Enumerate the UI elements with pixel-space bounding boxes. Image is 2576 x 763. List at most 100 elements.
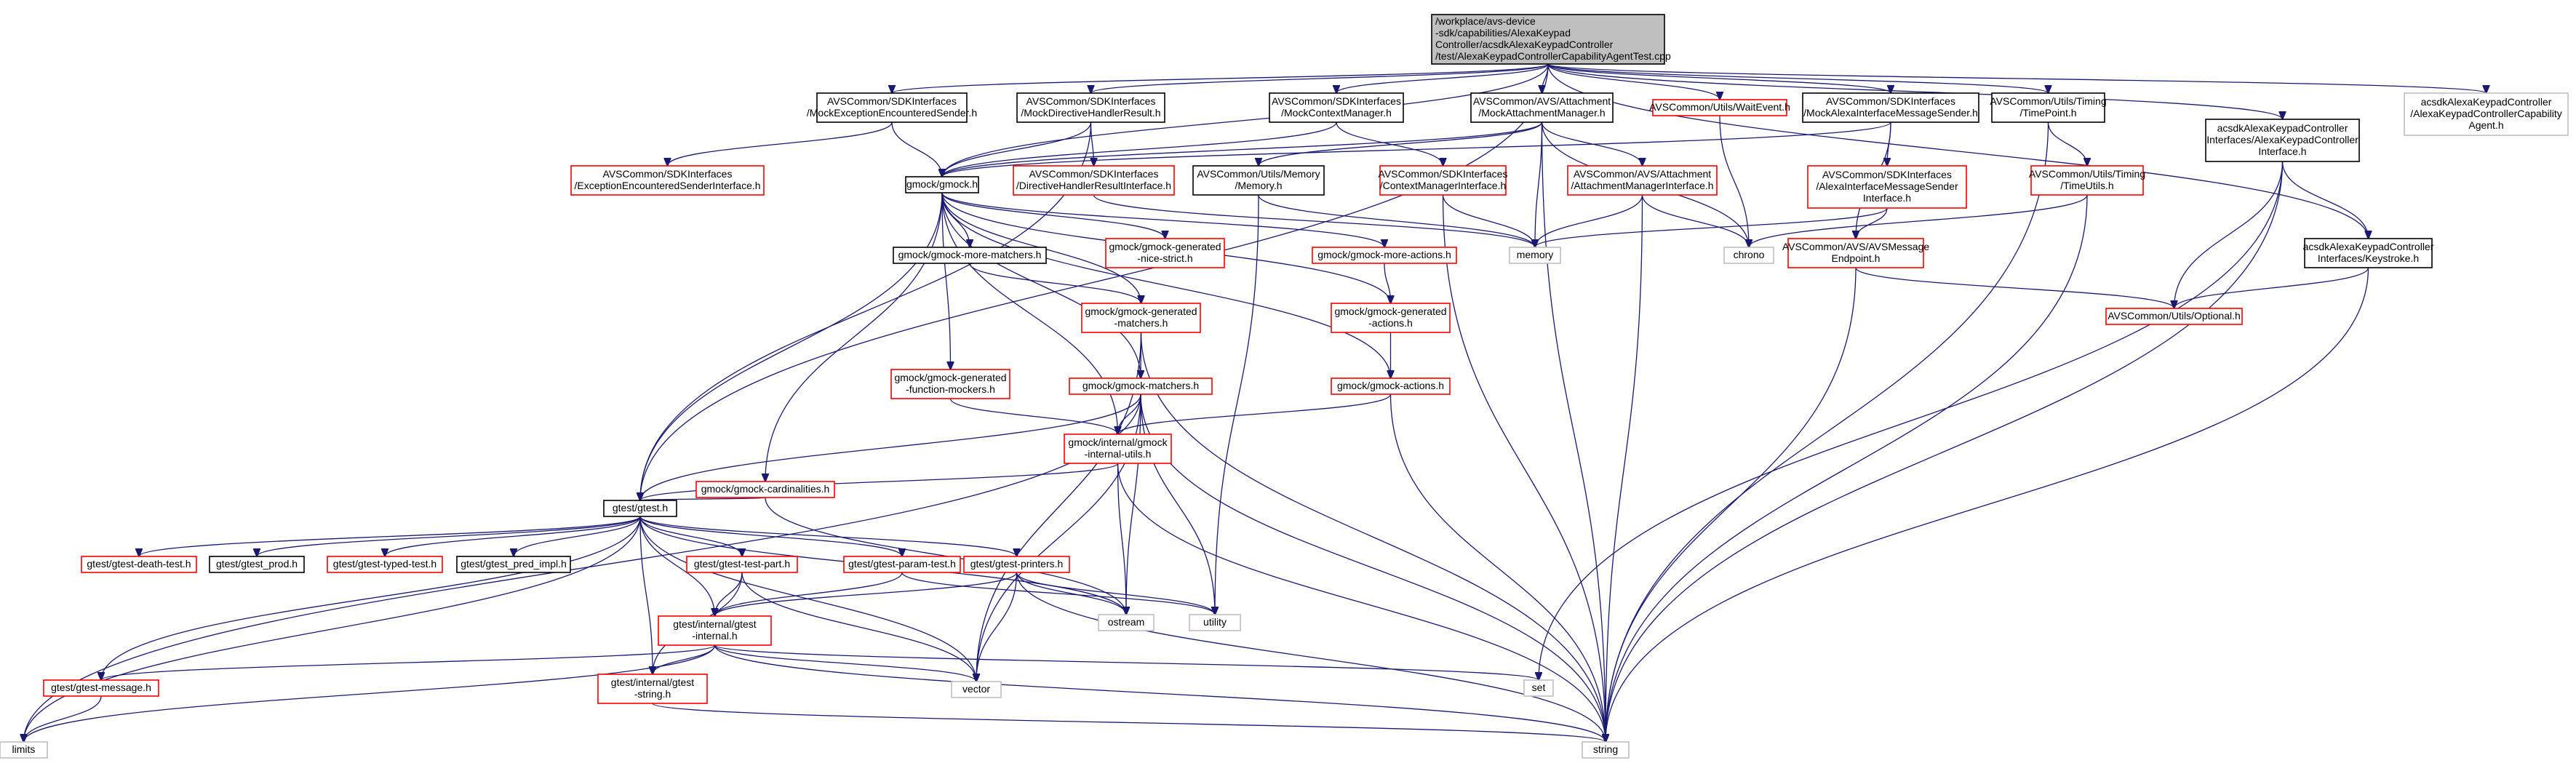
node-gtest-prod[interactable]: gtest/gtest_prod.h <box>209 556 305 573</box>
node-label-line: /ContextManagerInterface.h <box>1380 180 1507 191</box>
edge-gtest-to-gtest-string <box>639 516 653 674</box>
node-label-line: AVSCommon/Utils/Optional.h <box>2108 310 2241 321</box>
node-internal-utils[interactable]: gmock/internal/gmock-internal-utils.h <box>1064 434 1172 464</box>
node-kp-iface[interactable]: acsdkAlexaKeypadControllerInterfaces/Ale… <box>2205 119 2360 162</box>
node-att-manager[interactable]: AVSCommon/AVS/Attachment/MockAttachmentM… <box>1470 92 1614 123</box>
edge-gen-func-to-internal-utils <box>949 398 1118 434</box>
node-string: string <box>1582 741 1630 759</box>
node-label-line: string <box>1593 743 1618 755</box>
edge-msg-iface-to-memory <box>1535 207 1888 247</box>
node-more-matchers[interactable]: gmock/gmock-more-matchers.h <box>893 247 1047 264</box>
edge-more-actions-to-gen-actions <box>1384 263 1391 303</box>
edge-gtest-to-gtest-internal <box>639 516 715 616</box>
node-root[interactable]: /workplace/avs-device-sdk/capabilities/A… <box>1431 14 1671 65</box>
edge-root-to-kp-agent <box>1547 63 2487 93</box>
edge-exc-sender-to-exc-iface <box>668 121 893 166</box>
node-cardinalities[interactable]: gmock/gmock-cardinalities.h <box>695 481 835 498</box>
node-optional[interactable]: AVSCommon/Utils/Optional.h <box>2105 308 2243 325</box>
node-ctx-manager[interactable]: AVSCommon/SDKInterfaces/MockContextManag… <box>1269 92 1404 123</box>
edge-root-to-kp-iface <box>1547 63 2283 119</box>
edge-exc-sender-to-gmock <box>891 121 942 177</box>
node-label-line: acsdkAlexaKeypadController <box>2303 241 2434 252</box>
edge-keystroke-to-optional <box>2174 267 2369 308</box>
node-exc-iface[interactable]: AVSCommon/SDKInterfaces/ExceptionEncount… <box>570 165 765 196</box>
node-dir-handler[interactable]: AVSCommon/SDKInterfaces/MockDirectiveHan… <box>1016 92 1165 123</box>
node-gtest-internal[interactable]: gtest/internal/gtest-internal.h <box>658 615 772 646</box>
node-box <box>1312 247 1457 264</box>
node-exc-sender[interactable]: AVSCommon/SDKInterfaces/MockExceptionEnc… <box>807 92 977 123</box>
node-label-line: AVSCommon/Utils/WaitEvent.h <box>1649 101 1790 113</box>
edge-att-iface-to-chrono <box>1641 194 1750 247</box>
edge-att-manager-to-gmock <box>942 121 1543 177</box>
node-gmock[interactable]: gmock/gmock.h <box>905 176 979 193</box>
edge-gtest-to-pred-impl <box>514 516 641 556</box>
edge-att-manager-to-memory <box>1535 121 1543 247</box>
node-death-test[interactable]: gtest/gtest-death-test.h <box>81 556 197 573</box>
node-gtest[interactable]: gtest/gtest.h <box>603 500 677 517</box>
node-label-line: AVSCommon/SDKInterfaces <box>1826 95 1955 107</box>
node-wait-event[interactable]: AVSCommon/Utils/WaitEvent.h <box>1649 99 1790 116</box>
node-more-actions[interactable]: gmock/gmock-more-actions.h <box>1312 247 1457 264</box>
node-gen-nice[interactable]: gmock/gmock-generated-nice-strict.h <box>1105 238 1225 268</box>
node-matchers[interactable]: gmock/gmock-matchers.h <box>1069 377 1213 395</box>
node-label-line: -internal.h <box>692 630 737 642</box>
node-box <box>1431 14 1665 65</box>
node-gtest-string[interactable]: gtest/internal/gtest-string.h <box>597 674 708 704</box>
edge-time-point-to-string <box>1606 121 2049 742</box>
node-msg-iface[interactable]: AVSCommon/SDKInterfaces/AlexaInterfaceMe… <box>1807 165 1967 209</box>
node-pred-impl[interactable]: gtest/gtest_pred_impl.h <box>456 556 571 573</box>
edge-printers-to-gtest-internal <box>715 572 1018 616</box>
edge-gmock-to-gen-nice <box>941 192 1165 239</box>
edge-internal-utils-to-string <box>1117 463 1606 742</box>
edge-gen-matchers-to-vector <box>976 332 1142 682</box>
edge-dir-handler-to-gmock <box>942 121 1092 177</box>
node-box <box>2030 165 2144 196</box>
edge-gmock-to-gtest <box>640 192 943 500</box>
node-label-line: gtest/internal/gtest <box>673 618 757 630</box>
node-box <box>1509 247 1561 264</box>
node-time-utils[interactable]: AVSCommon/Utils/Timing/TimeUtils.h <box>2029 165 2145 196</box>
node-box <box>1567 165 1718 196</box>
node-test-part[interactable]: gtest/gtest-test-part.h <box>686 556 798 573</box>
edge-att-iface-to-string <box>1606 194 1643 742</box>
node-actions[interactable]: gmock/gmock-actions.h <box>1331 377 1451 395</box>
edge-printers-to-ostream <box>1016 572 1127 615</box>
node-box <box>1064 434 1172 464</box>
node-label-line: vector <box>962 683 990 695</box>
edge-ctx-iface-to-string <box>1442 194 1606 742</box>
node-typed-test[interactable]: gtest/gtest-typed-test.h <box>327 556 443 573</box>
node-kp-agent: acsdkAlexaKeypadController/AlexaKeypadCo… <box>2404 92 2569 136</box>
node-att-iface[interactable]: AVSCommon/AVS/Attachment/AttachmentManag… <box>1567 165 1718 196</box>
node-ctx-iface[interactable]: AVSCommon/SDKInterfaces/ContextManagerIn… <box>1379 165 1508 196</box>
node-box <box>1523 679 1554 697</box>
node-label-line: -sdk/capabilities/AlexaKeypad <box>1435 27 1571 39</box>
node-util-memory[interactable]: AVSCommon/Utils/Memory/Memory.h <box>1192 165 1325 196</box>
edge-gtest-to-test-part <box>639 516 742 556</box>
node-box <box>1013 165 1175 196</box>
node-label-line: ostream <box>1108 616 1145 628</box>
node-keystroke[interactable]: acsdkAlexaKeypadControllerInterfaces/Key… <box>2303 238 2434 268</box>
node-dir-result-iface[interactable]: AVSCommon/SDKInterfaces/DirectiveHandler… <box>1013 165 1175 196</box>
node-param-test[interactable]: gtest/gtest-param-test.h <box>843 556 961 573</box>
node-gen-func[interactable]: gmock/gmock-generated-function-mockers.h <box>890 369 1010 399</box>
node-printers[interactable]: gtest/gtest-printers.h <box>963 556 1070 573</box>
node-label-line: /MockExceptionEncounteredSender.h <box>807 107 977 119</box>
node-label-line: -nice-strict.h <box>1137 252 1192 264</box>
node-gen-actions[interactable]: gmock/gmock-generated-actions.h <box>1331 303 1451 333</box>
node-label-line: /DirectiveHandlerResultInterface.h <box>1016 180 1171 191</box>
edge-gen-matchers-to-string <box>1140 332 1606 742</box>
node-label-line: AVSCommon/SDKInterfaces <box>603 168 733 180</box>
edge-matchers-to-gtest <box>640 394 1141 500</box>
node-gen-matchers[interactable]: gmock/gmock-generated-matchers.h <box>1081 303 1201 333</box>
node-label-line: /MockAlexaInterfaceMessageSender.h <box>1803 107 1978 119</box>
edge-gtest-to-printers <box>639 516 1017 556</box>
node-label-line: gtest/gtest.h <box>613 502 668 514</box>
node-box <box>603 500 677 517</box>
node-label-line: gmock/gmock-matchers.h <box>1082 380 1199 391</box>
node-label-line: Interface.h <box>2258 145 2306 157</box>
node-message[interactable]: gtest/gtest-message.h <box>43 679 159 697</box>
node-msg-sender[interactable]: AVSCommon/SDKInterfaces/MockAlexaInterfa… <box>1802 92 1979 123</box>
edge-gtest-internal-to-limits <box>24 644 716 742</box>
node-time-point[interactable]: AVSCommon/Utils/Timing/TimePoint.h <box>1990 92 2107 123</box>
